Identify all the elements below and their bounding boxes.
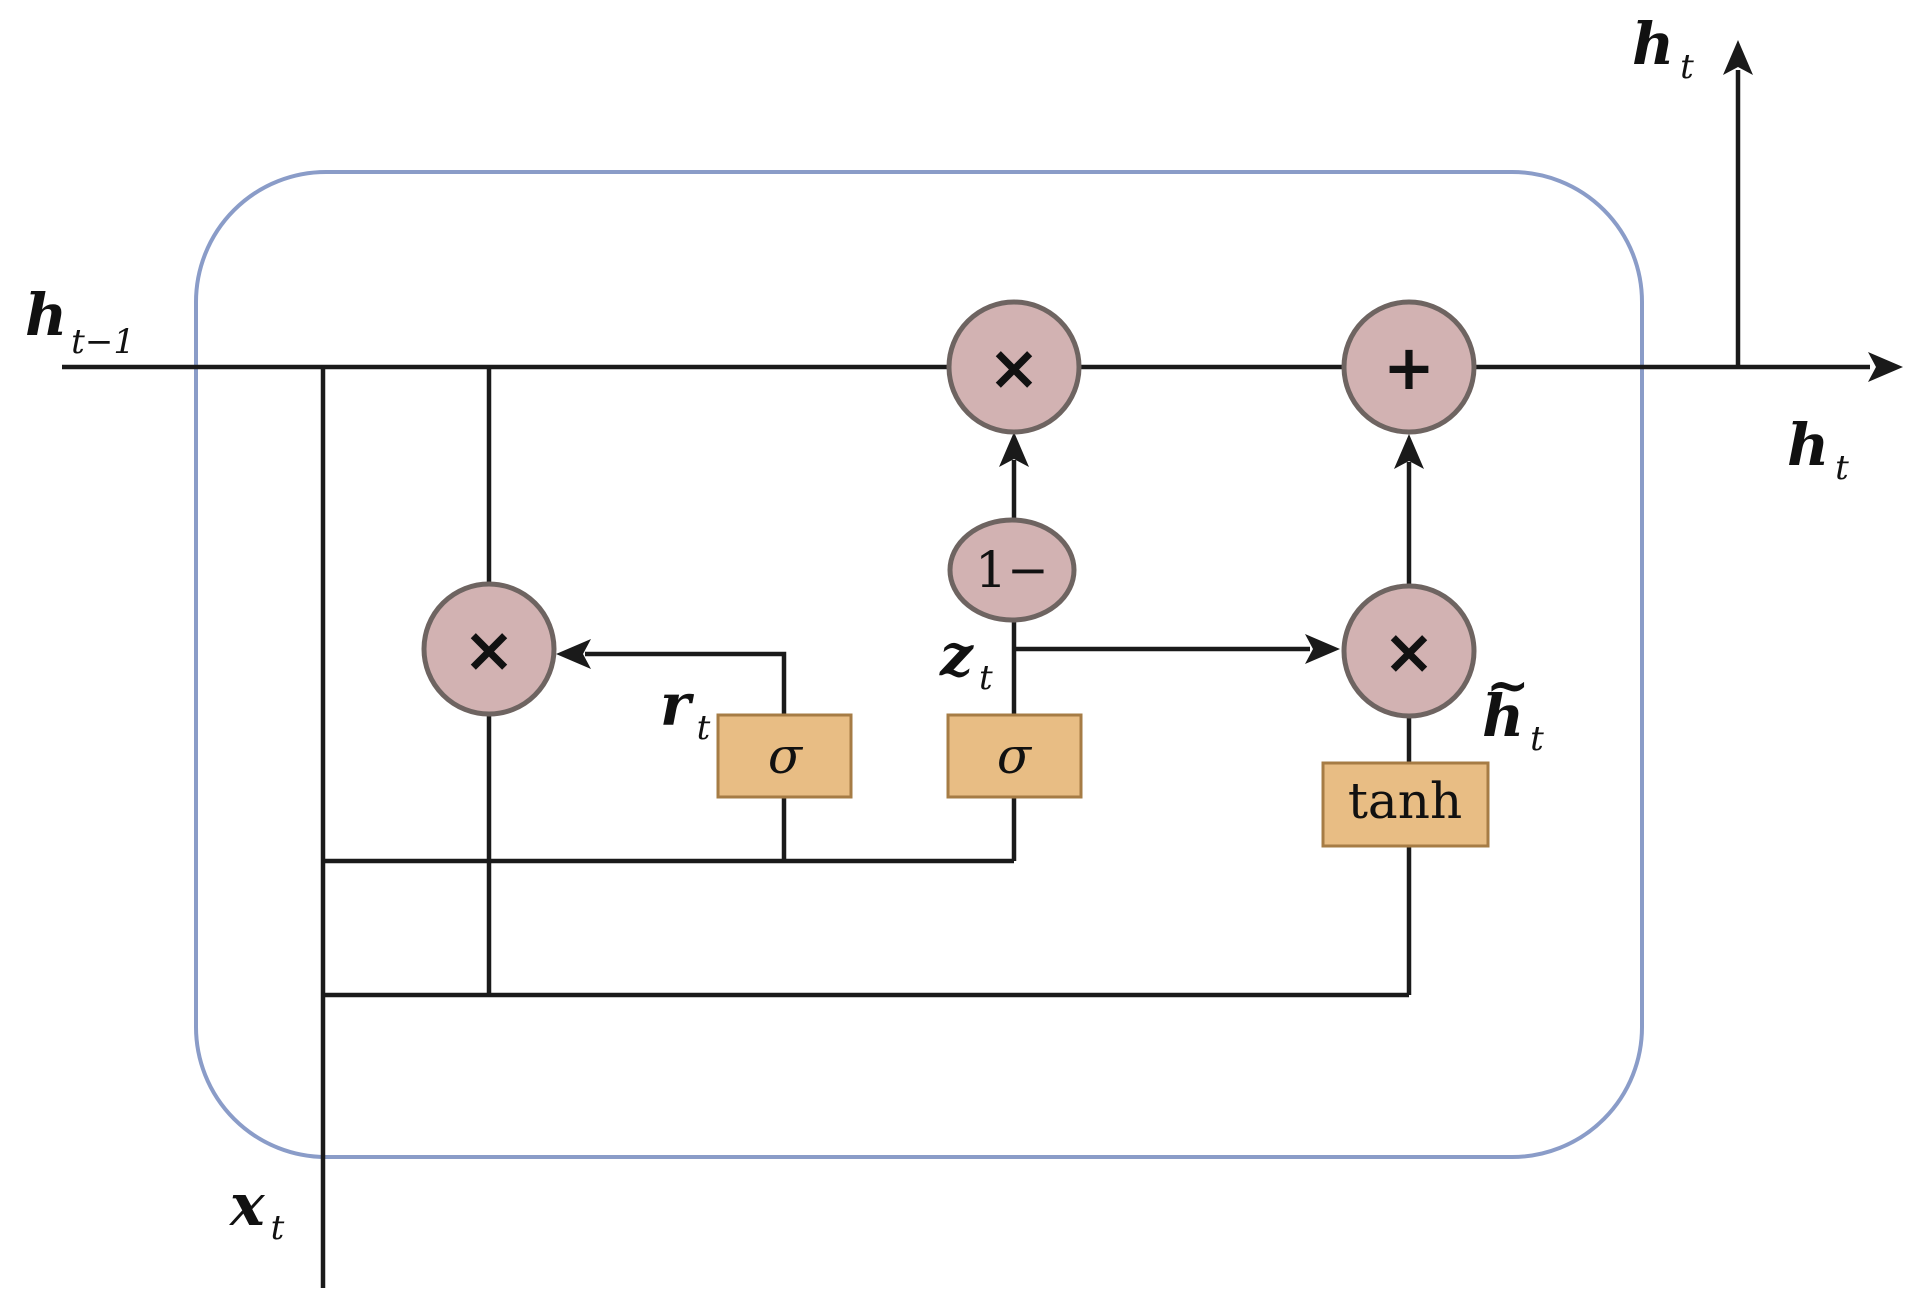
multiply-symbol: × [988, 331, 1040, 404]
reset-sigma-label: σ [768, 727, 804, 785]
svg-text:ht: ht [1482, 682, 1544, 759]
tanh-label: tanh [1348, 772, 1462, 830]
reset-gate-path [585, 651, 787, 715]
arrowhead-left [556, 639, 591, 669]
multiply-symbol: × [463, 613, 515, 686]
arrowhead-right-update [1305, 634, 1340, 664]
tilde-mark: ~ [1486, 655, 1530, 716]
reset-sigma-box: σ [716, 713, 853, 799]
update-sigma-label: σ [997, 727, 1033, 785]
one-minus-node: 1− [947, 517, 1077, 623]
one-minus-symbol: 1− [975, 541, 1049, 599]
add-node: + [1341, 299, 1477, 435]
arrowhead-up [1723, 40, 1753, 75]
arrowhead-up-add [1394, 434, 1424, 469]
tanh-box: tanh [1321, 761, 1490, 848]
arrowhead-right [1868, 352, 1903, 382]
multiply-node-reset: × [421, 581, 557, 717]
multiply-symbol: × [1383, 615, 1435, 688]
add-symbol: + [1383, 331, 1435, 404]
arrowhead-up-oneminus [999, 432, 1029, 467]
update-sigma-box: σ [946, 713, 1083, 799]
cell-boundary [194, 170, 1644, 1159]
multiply-node-candidate: × [1341, 583, 1477, 719]
multiply-node-top: × [946, 299, 1082, 435]
